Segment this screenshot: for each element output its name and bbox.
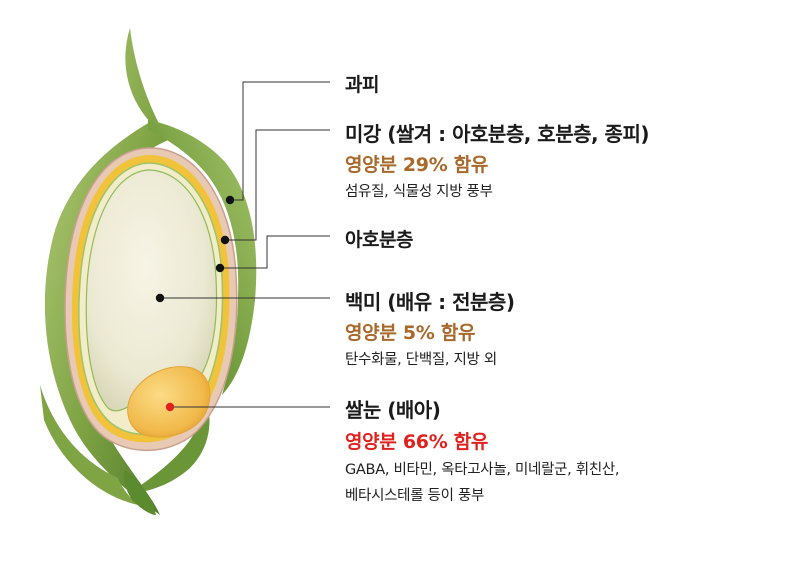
husk-stem xyxy=(123,470,156,515)
label-germ-desc-line2: 베타시스테롤 등이 풍부 xyxy=(345,488,485,504)
dot-pericarp xyxy=(225,195,235,205)
leader-line-pericarp xyxy=(230,81,330,201)
dot-subaleurone xyxy=(215,263,225,273)
leader-line-subaleurone xyxy=(220,235,330,269)
dot-germ xyxy=(165,402,175,412)
label-white-rice-title: 백미 (배유 : 전분층) xyxy=(345,290,515,314)
germ-embryo xyxy=(127,366,211,438)
label-subaleurone-title: 아호분층 xyxy=(345,229,413,251)
label-bran-desc: 섬유질, 식물성 지방 풍부 xyxy=(345,184,493,200)
dot-bran xyxy=(220,235,230,245)
label-germ-title: 쌀눈 (배아) xyxy=(345,398,441,422)
leader-line-bran xyxy=(225,129,330,241)
label-pericarp-title: 과피 xyxy=(345,74,379,96)
dot-white-rice xyxy=(155,293,165,303)
label-germ-nutrient: 영양분 66% 함유 xyxy=(345,431,489,453)
label-bran-title: 미강 (쌀겨 : 아호분층, 호분층, 종피) xyxy=(345,122,650,146)
label-white-rice-desc: 탄수화물, 단백질, 지방 외 xyxy=(345,352,497,368)
marker-dots xyxy=(155,195,235,412)
label-white-rice-nutrient: 영양분 5% 함유 xyxy=(345,322,476,344)
label-germ-desc-line1: GABA, 비타민, 옥타고사놀, 미네랄군, 휘친산, xyxy=(345,462,620,478)
husk-right-sheath xyxy=(148,120,257,395)
label-bran-nutrient: 영양분 29% 함유 xyxy=(345,154,489,176)
husk-lower-left xyxy=(40,385,138,505)
leader-lines xyxy=(160,81,330,408)
husk-lower-right xyxy=(128,395,210,494)
